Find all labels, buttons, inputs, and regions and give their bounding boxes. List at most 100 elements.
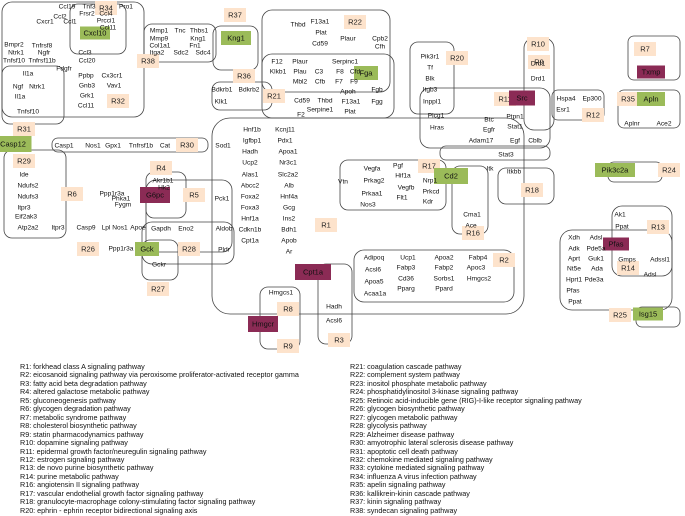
pathway-tag-box [95, 1, 117, 15]
hub-gene-label: Hmgcr [252, 320, 275, 329]
hub-gene-kng1: Kng1 [221, 31, 251, 45]
pathway-tag-box [147, 282, 169, 296]
hub-gene-cpt1a: Cpt1a [295, 264, 331, 280]
gene-label: Sdc4 [195, 50, 210, 57]
hub-gene-fga: Fga [354, 66, 378, 80]
gene-label: Nos1 [112, 225, 128, 232]
gene-label: Acsl6 [326, 318, 342, 325]
gene-label: Kdr [423, 199, 434, 206]
pathway-tag-box [527, 37, 549, 51]
pathway-tag-label: R9 [283, 342, 293, 351]
gene-label: Apoe [130, 225, 146, 232]
gene-label: Apoa2 [434, 255, 453, 262]
hub-gene-label: Pfas [608, 240, 623, 249]
hub-gene-label: G6pc [146, 191, 164, 200]
pathway-tag-box [528, 55, 550, 69]
gene-label: Ccl1 [63, 19, 77, 26]
pathway-tag-label: R32 [111, 97, 125, 106]
gene-label: Gckr [152, 262, 167, 269]
gene-label: Eno2 [178, 226, 194, 233]
pathway-tag-box [634, 42, 656, 56]
gene-label: Tnfrsf1b [129, 143, 154, 150]
hub-gene-hmgcr: Hmgcr [248, 316, 278, 332]
pathway-tag-r20: R20 [446, 51, 468, 65]
gene-label: Cxcr1 [36, 19, 54, 26]
pathway-tag-box [582, 108, 604, 122]
gene-label: Pfas [566, 288, 580, 295]
pathway-tag-label: R37 [228, 11, 242, 20]
gene-label: Kcnj11 [275, 127, 295, 134]
pathway-tag-box [13, 122, 35, 136]
gene-label: Aprt [568, 256, 580, 263]
pathway-tag-label: R22 [348, 18, 362, 27]
pathway-tag-label: R4 [156, 164, 166, 173]
gene-label: Ccl20 [79, 58, 96, 65]
outline-vegf [339, 159, 447, 211]
pathway-tag-label: R35 [621, 95, 635, 104]
pathway-tag-box [617, 92, 639, 106]
gene-label: Ndufs3 [18, 194, 39, 201]
gene-label: Mmp9 [150, 36, 169, 43]
gene-label: Ccl3 [78, 50, 92, 57]
gene-label: Adsl [644, 272, 657, 279]
outline-syndecan [143, 23, 217, 63]
gene-label: Aplnr [624, 121, 640, 128]
gene-label: Prkaa1 [362, 191, 383, 198]
pathway-tag-label: R16 [466, 229, 480, 238]
gene-label: Bdh1 [281, 227, 297, 234]
gene-label: Fabp4 [469, 255, 488, 262]
gene-label: Itpr3 [17, 205, 31, 212]
gene-label: Adk [568, 246, 580, 253]
gene-label: Thbd [290, 22, 305, 29]
gene-label: Thbs1 [190, 28, 209, 35]
gene-label: Hnf1a [241, 216, 259, 223]
outline-apelin [617, 89, 681, 129]
hub-gene-casp12: Casp12 [0, 136, 32, 152]
gene-label: Tnfsf10 [17, 109, 39, 116]
gene-label: Akr1b1 [153, 178, 174, 185]
gene-label: Inppl1 [423, 99, 441, 106]
pathway-tag-r9: R9 [528, 55, 550, 69]
gene-label: Fn1 [189, 43, 201, 50]
gene-label: Ccl19 [59, 4, 76, 11]
pathway-tag-box [315, 218, 337, 232]
hub-gene-gck: Gck [135, 242, 159, 256]
gene-label: Adsl [590, 235, 603, 242]
gene-label: Serpine1 [307, 107, 334, 114]
hub-gene-label: Apln [643, 95, 658, 104]
hub-gene-label: Kng1 [227, 34, 245, 43]
gene-label: Gmps [618, 257, 636, 264]
gene-label: Hadh [326, 304, 342, 311]
pathway-tag-r14: R14 [617, 261, 639, 275]
gene-label: Kng1 [190, 36, 206, 43]
pathway-tag-label: R21 [267, 92, 281, 101]
pathway-tag-label: R18 [525, 186, 539, 195]
gene-label: Plat [344, 109, 356, 116]
hub-gene-label: Cxcl10 [84, 29, 107, 38]
pathway-tag-r12: R12 [582, 108, 604, 122]
gene-label: Cfd [350, 69, 361, 76]
gene-label: Ace [465, 223, 477, 230]
gene-label: Ntrk1 [8, 50, 24, 57]
gene-label: Cdkn1b [239, 227, 262, 234]
pathway-tag-label: R10 [531, 40, 545, 49]
gene-label: Ppp1r3a [109, 246, 134, 253]
gene-label: Alb [284, 183, 294, 190]
gene-label: Apoa5 [364, 279, 383, 286]
gene-label: F12 [271, 59, 283, 66]
pathway-tag-r30: R30 [176, 138, 198, 152]
gene-label: F7 [335, 79, 343, 86]
gene-label: Pik3r1 [421, 54, 440, 61]
gene-label: F13a1 [311, 19, 330, 26]
gene-label: Drd1 [531, 61, 546, 68]
pathway-tag-r1: R1 [315, 218, 337, 232]
gene-label: Gnb3 [79, 83, 95, 90]
hub-gene-label: Src [516, 94, 528, 103]
gene-label: Bdkrb2 [239, 87, 260, 94]
gene-label: Apoa1 [278, 149, 297, 156]
gene-label: Plcg1 [428, 113, 445, 120]
gene-label: Ide [19, 172, 28, 179]
pathway-tag-label: R12 [586, 111, 600, 120]
